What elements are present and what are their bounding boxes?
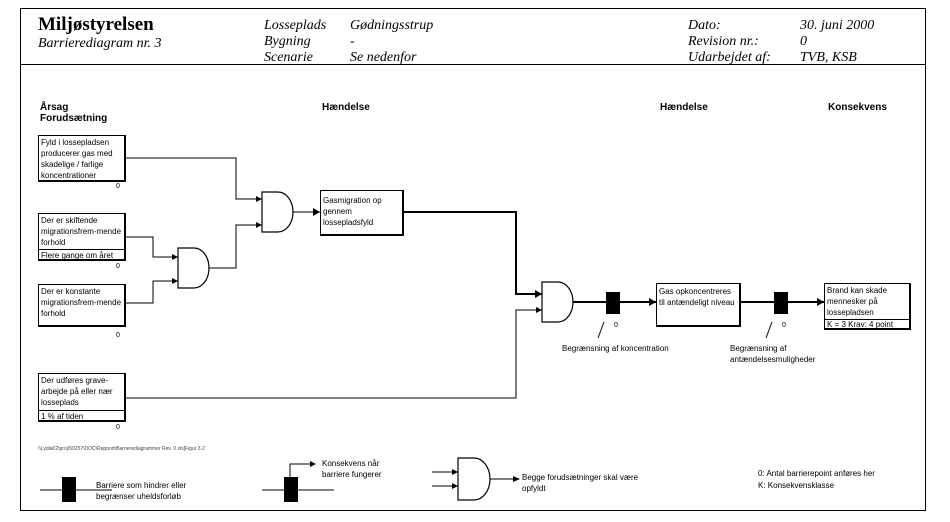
barrier-points-concentration: 0: [614, 322, 618, 329]
barrier-label-concentration: Begrænsning af koncentration: [562, 344, 669, 353]
header-value-author: TVB, KSB: [800, 50, 857, 65]
header-label-scenario: Scenarie: [264, 50, 313, 65]
header-label-landfill: Losseplads: [264, 18, 327, 33]
header-value-scenario: Se nedenfor: [350, 50, 417, 65]
event-box-gas-migration: Gasmigration op gennem lossepladsfyld: [320, 190, 404, 236]
header-label-date: Dato:: [688, 18, 721, 33]
barrier-points-2: 0: [116, 263, 120, 270]
cause-box-excavation-text: Der udføres grave-arbejde på eller nær l…: [41, 376, 113, 407]
header-value-building: -: [350, 34, 355, 49]
event-box-gas-migration-text: Gasmigration op gennem lossepladsfyld: [323, 196, 382, 227]
column-event-1: Hændelse: [322, 102, 370, 113]
file-path: \\Lydia02\proj\50257\DOC\Rapport\Barrier…: [38, 446, 205, 452]
consequence-box-divider: [825, 319, 909, 320]
cause-box-variable-conditions: Der er skiftende migrationsfrem-mende fo…: [38, 213, 126, 261]
header-label-building: Bygning: [264, 34, 311, 49]
header-value-date: 30. juni 2000: [800, 18, 875, 33]
header-label-author: Udarbejdet af:: [688, 50, 771, 65]
barrier-points-1: 0: [116, 183, 120, 190]
barrier-points-ignition: 0: [782, 322, 786, 329]
cause-box-constant-conditions-text: Der er konstante migrationsfrem-mende fo…: [41, 287, 122, 318]
cause-box-constant-conditions: Der er konstante migrationsfrem-mende fo…: [38, 284, 126, 327]
barrier-points-3: 0: [116, 332, 120, 339]
cause-box-gas-production-text: Fyld i lossepladsen producerer gas med s…: [41, 138, 113, 180]
legend-note-points: 0: Antal barrierepoint anføres her: [758, 469, 875, 478]
organization-name: Miljøstyrelsen: [38, 14, 154, 35]
cause-box-time-note: 1 % af tiden: [41, 412, 84, 421]
cause-box-excavation: Der udføres grave-arbejde på eller nær l…: [38, 373, 126, 422]
legend-consequence-text: Konsekvens når barriere fungerer: [322, 459, 382, 479]
consequence-box-fire: Brand kan skade mennesker på lossepladse…: [824, 283, 911, 330]
column-cause: Årsag: [40, 102, 69, 113]
barrier-points-4: 0: [116, 424, 120, 431]
legend-barrier-text: Barriere som hindrer eller begrænser uhe…: [96, 481, 187, 501]
diagram-frame: [20, 8, 926, 511]
legend-note-class: K: Konsekvensklasse: [758, 481, 835, 490]
column-consequence: Konsekvens: [828, 102, 887, 113]
diagram-subtitle: Barrierediagram nr. 3: [38, 36, 162, 51]
barrier-label-ignition: Begrænsning af antændelsesmuligheder: [730, 344, 816, 364]
header-value-landfill: Gødningsstrup: [350, 18, 434, 33]
consequence-class-note: K = 3 Krav: 4 point: [827, 320, 894, 329]
cause-box-divider: [39, 249, 124, 250]
column-cause-sub: Forudsætning: [40, 113, 108, 124]
column-event-2: Hændelse: [660, 102, 708, 113]
header-label-revision: Revision nr.:: [688, 34, 759, 49]
consequence-box-fire-text: Brand kan skade mennesker på lossepladse…: [827, 286, 888, 317]
event-box-gas-concentration-text: Gas opkoncentreres til antændeligt nivea…: [659, 287, 735, 307]
cause-box-variable-conditions-text: Der er skiftende migrationsfrem-mende fo…: [41, 216, 122, 247]
header-divider: [20, 64, 926, 65]
cause-box-frequency-note: Flere gange om året: [41, 251, 114, 260]
event-box-gas-concentration: Gas opkoncentreres til antændeligt nivea…: [656, 283, 741, 327]
header-value-revision: 0: [800, 34, 807, 49]
cause-box-gas-production: Fyld i lossepladsen producerer gas med s…: [38, 135, 126, 182]
cause-box-divider: [39, 410, 124, 411]
legend-and-gate-text: Begge forudsætninger skal være opfyldt: [522, 473, 639, 493]
